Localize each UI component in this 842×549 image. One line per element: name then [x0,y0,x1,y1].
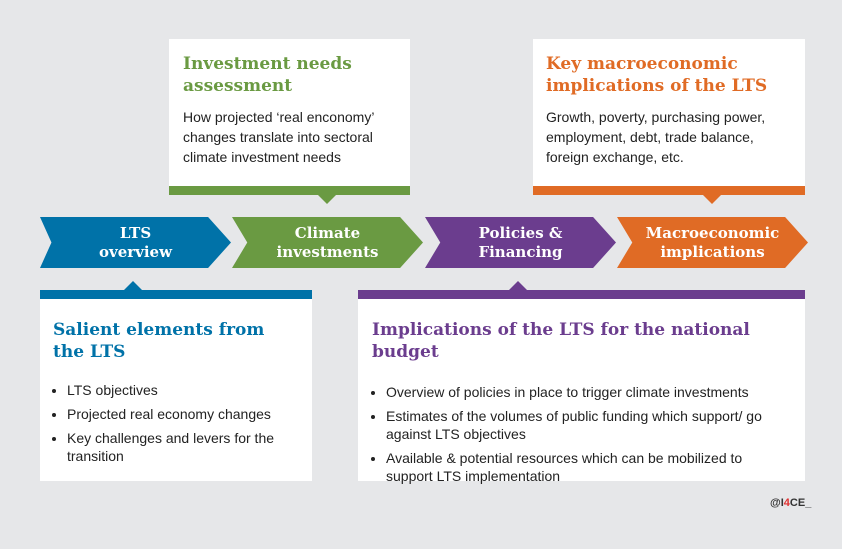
macro-implications-text: Growth, poverty, purchasing power, emplo… [546,109,766,165]
investment-needs-title: Investment needs assessment [183,54,352,96]
list-item: Key challenges and levers for the transi… [67,429,299,465]
orange-notch [703,195,721,204]
green-notch [318,195,336,204]
investment-needs-text: How projected ‘real enconomy’ changes tr… [183,109,374,165]
step-label: Macroeconomic implications [645,223,780,261]
step-label: Policies & Financing [478,223,563,261]
blue-notch [124,281,142,290]
step-label: LTS overview [98,223,173,261]
i4ce-logo: @I4CE_ [770,497,812,509]
salient-elements-box: Salient elements from the LTS LTS object… [40,299,312,481]
list-item: Projected real economy changes [67,405,299,423]
macro-implications-title: Key macroeconomic implications of the LT… [546,54,768,96]
macro-implications-box: Key macroeconomic implications of the LT… [533,39,805,186]
national-budget-title: Implications of the LTS for the national… [372,320,750,362]
blue-connector-bar [40,290,312,299]
step-lts-overview: LTS overview [40,217,231,268]
step-macroeconomic-implications: Macroeconomic implications [617,217,808,268]
purple-notch [509,281,527,290]
orange-connector-bar [533,186,805,195]
national-budget-box: Implications of the LTS for the national… [358,299,805,484]
step-policies-financing: Policies & Financing [425,217,616,268]
salient-elements-title: Salient elements from the LTS [53,320,265,362]
list-item: LTS objectives [67,381,299,399]
step-label: Climate investments [276,223,379,261]
list-item: Available & potential resources which ca… [386,449,781,485]
purple-connector-bar [358,290,805,299]
list-item: Overview of policies in place to trigger… [386,383,781,401]
list-item: Estimates of the volumes of public fundi… [386,407,781,443]
investment-needs-box: Investment needs assessment How projecte… [169,39,410,186]
green-connector-bar [169,186,410,195]
step-climate-investments: Climate investments [232,217,423,268]
